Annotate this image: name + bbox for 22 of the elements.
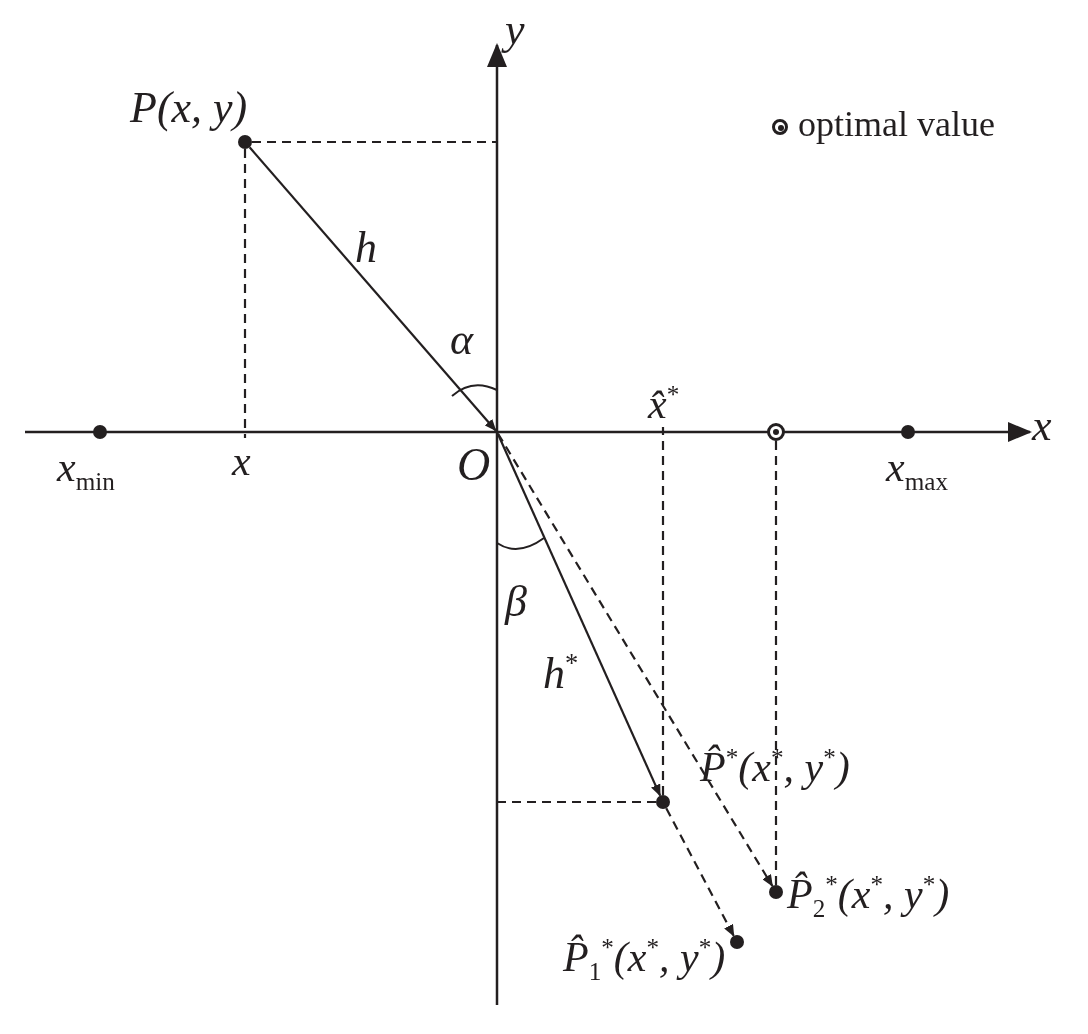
arrow — [496, 433, 662, 797]
point-label: x$_{max}$ — [886, 446, 949, 495]
point-label: P̂$_{2}$$^{*}$(x$^{*}$, y$^{*}$) — [787, 872, 950, 922]
edge-label: h$^{*}$ — [543, 650, 579, 696]
point-label: x$_{min}$ — [57, 446, 115, 495]
point-label: O — [457, 442, 491, 488]
point-label: x̂$^{*}$ — [648, 382, 680, 425]
point-label: P(x, y) — [130, 86, 248, 130]
point-label: x — [232, 440, 251, 482]
ring-marker — [767, 423, 785, 441]
arrow — [665, 807, 735, 937]
projection-line — [774, 441, 778, 885]
axis-label: x — [1032, 404, 1052, 448]
arrow — [497, 433, 774, 887]
angle-label: α — [450, 318, 474, 362]
legend-label: optimal value — [798, 106, 995, 142]
arrow — [248, 146, 497, 432]
projection-line — [243, 149, 247, 438]
edge-label: h — [355, 226, 377, 270]
point-label: P̂$_{1}$$^{*}$(x$^{*}$, y$^{*}$) — [563, 935, 726, 985]
angle-label: β — [505, 580, 527, 624]
projection-line — [661, 427, 665, 795]
